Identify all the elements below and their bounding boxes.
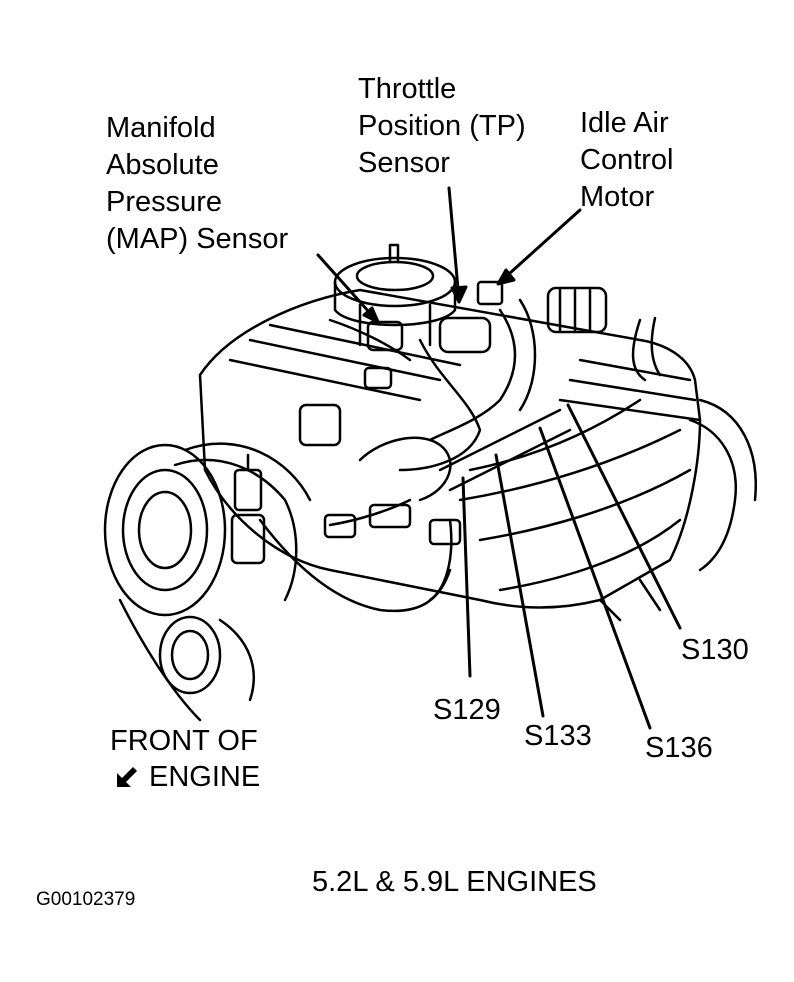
splice-s130-label: S130 bbox=[681, 634, 749, 666]
tp-arrowhead bbox=[450, 285, 468, 304]
leader-lines bbox=[316, 186, 682, 730]
figure-id: G00102379 bbox=[36, 889, 136, 910]
s133-leader bbox=[494, 453, 545, 718]
splice-s133-label: S133 bbox=[524, 720, 592, 752]
iac-leader bbox=[498, 208, 582, 284]
front-engine-row: ENGINE bbox=[115, 760, 260, 794]
iac-motor-label: Idle Air Control Motor bbox=[580, 107, 674, 213]
splice-s129-label: S129 bbox=[433, 694, 501, 726]
tp-sensor-label: Throttle Position (TP) Sensor bbox=[358, 73, 526, 179]
s129-leader bbox=[461, 476, 472, 678]
front-sensor bbox=[230, 366, 393, 565]
s130-leader bbox=[566, 403, 682, 630]
splice-s136-label: S136 bbox=[645, 732, 713, 764]
s136-leader bbox=[538, 426, 652, 730]
tp-leader bbox=[447, 186, 461, 302]
arrow-down-left-icon bbox=[117, 767, 137, 787]
front-of-label: FRONT OF bbox=[110, 725, 258, 757]
map-sensor-label: Manifold Absolute Pressure (MAP) Sensor bbox=[106, 112, 289, 255]
front-pulleys bbox=[103, 442, 312, 722]
map-arrowhead bbox=[362, 306, 380, 324]
throttle-body bbox=[333, 243, 492, 354]
engine-label: ENGINE bbox=[149, 761, 261, 793]
iac-connector bbox=[476, 280, 662, 382]
iac-arrowhead bbox=[496, 268, 516, 286]
wiring-harness bbox=[258, 298, 572, 613]
diagram-caption: 5.2L & 5.9L ENGINES bbox=[312, 866, 597, 898]
